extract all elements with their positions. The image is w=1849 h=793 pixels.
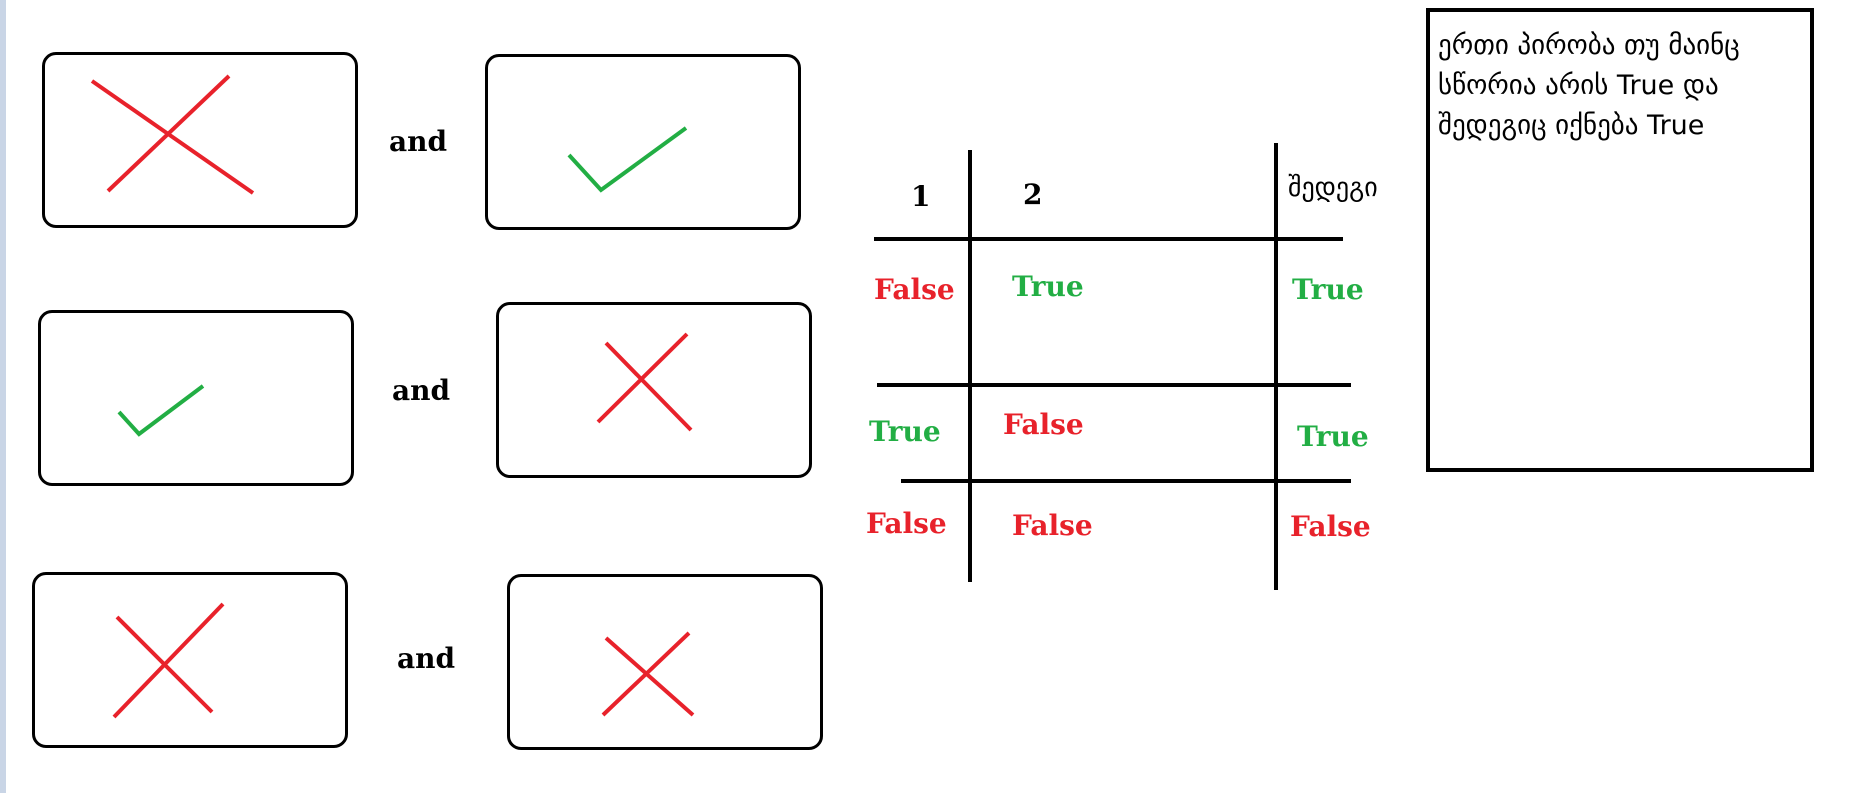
condition-box-row3-left bbox=[32, 572, 348, 748]
table-cell-r1c2: True bbox=[1012, 270, 1084, 303]
condition-box-row1-right bbox=[485, 54, 801, 230]
table-horizontal-line bbox=[877, 383, 1351, 387]
table-cell-r3c2: False bbox=[1012, 509, 1093, 542]
table-cell-r1c1: False bbox=[874, 273, 955, 306]
cross-icon bbox=[601, 631, 695, 717]
operator-and-row2: and bbox=[392, 374, 451, 407]
operator-and-row1: and bbox=[389, 125, 448, 158]
condition-box-row1-left bbox=[42, 52, 358, 228]
check-icon bbox=[117, 384, 205, 437]
table-cell-r3c3: False bbox=[1290, 510, 1371, 543]
table-cell-r2c3: True bbox=[1297, 420, 1369, 453]
table-cell-r2c1: True bbox=[869, 415, 941, 448]
explanation-note: ერთი პირობა თუ მაინც სწორია არის True და… bbox=[1426, 8, 1814, 472]
condition-box-row2-left bbox=[38, 310, 354, 486]
cross-icon bbox=[596, 332, 693, 432]
table-header-result: შედეგი bbox=[1288, 173, 1378, 203]
condition-box-row2-right bbox=[496, 302, 812, 478]
explanation-text: ერთი პირობა თუ მაინც სწორია არის True და… bbox=[1438, 30, 1740, 141]
window-left-edge bbox=[0, 0, 6, 793]
table-vertical-line bbox=[968, 150, 972, 582]
table-cell-r1c3: True bbox=[1292, 273, 1364, 306]
table-vertical-line bbox=[1274, 143, 1278, 590]
table-horizontal-line bbox=[901, 479, 1351, 483]
table-horizontal-line bbox=[874, 237, 1343, 241]
cross-icon bbox=[112, 602, 225, 719]
condition-box-row3-right bbox=[507, 574, 823, 750]
table-cell-r3c1: False bbox=[866, 507, 947, 540]
check-icon bbox=[567, 126, 688, 193]
cross-icon bbox=[90, 74, 255, 195]
table-cell-r2c2: False bbox=[1003, 408, 1084, 441]
table-header-2: 2 bbox=[1023, 178, 1043, 211]
operator-and-row3: and bbox=[397, 642, 456, 675]
table-header-1: 1 bbox=[911, 180, 931, 213]
